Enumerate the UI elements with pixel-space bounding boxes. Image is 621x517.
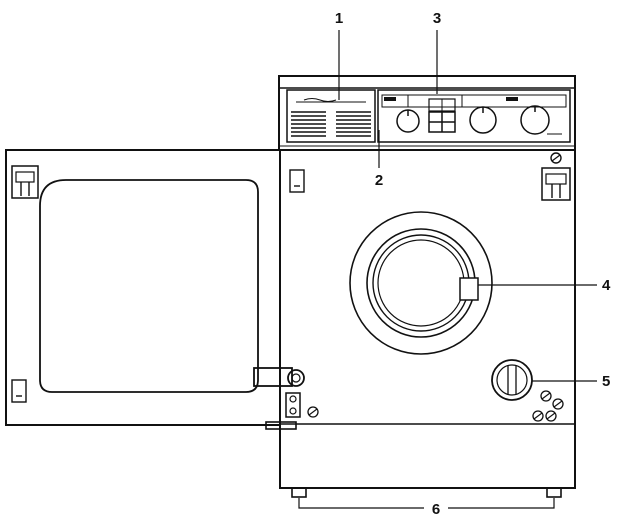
- body-slot-icon: [289, 169, 305, 193]
- door-outline: [5, 149, 281, 426]
- door-hinge-icon: [285, 392, 319, 418]
- callout-leaders: [298, 30, 597, 509]
- door-slot-icon: [11, 379, 27, 403]
- screw-icon: [550, 152, 562, 164]
- callout-6: 6: [432, 501, 440, 517]
- open-door: [5, 149, 305, 430]
- callout-4: 4: [602, 277, 611, 294]
- callout-2: 2: [375, 172, 383, 189]
- foot-right-icon: [546, 487, 562, 498]
- push-buttons: [428, 98, 456, 133]
- drum-opening: [349, 211, 493, 355]
- control-panel: [278, 75, 576, 151]
- hinge-block-icon: [541, 167, 571, 201]
- door-window: [39, 179, 259, 393]
- door-latch-icon: [11, 165, 39, 199]
- callout-5: 5: [602, 373, 610, 390]
- foot-left-icon: [291, 487, 307, 498]
- top-housing: [278, 75, 576, 151]
- drawer-grille: [291, 111, 371, 137]
- callout-3: 3: [433, 10, 441, 27]
- filter-cap-icon: [491, 359, 533, 401]
- control-strip: [377, 89, 571, 143]
- body-outline: [279, 149, 576, 489]
- callout-labels: 1 2 3 4 5 6: [335, 10, 611, 517]
- door-catch-icon: [459, 277, 479, 301]
- callout-1: 1: [335, 10, 343, 27]
- leader-6-bracket: [298, 498, 555, 509]
- adjustment-screws-icon: [532, 390, 564, 422]
- door-handle-icon: [253, 367, 305, 430]
- detergent-drawer: [286, 89, 376, 143]
- machine-body: [279, 149, 576, 498]
